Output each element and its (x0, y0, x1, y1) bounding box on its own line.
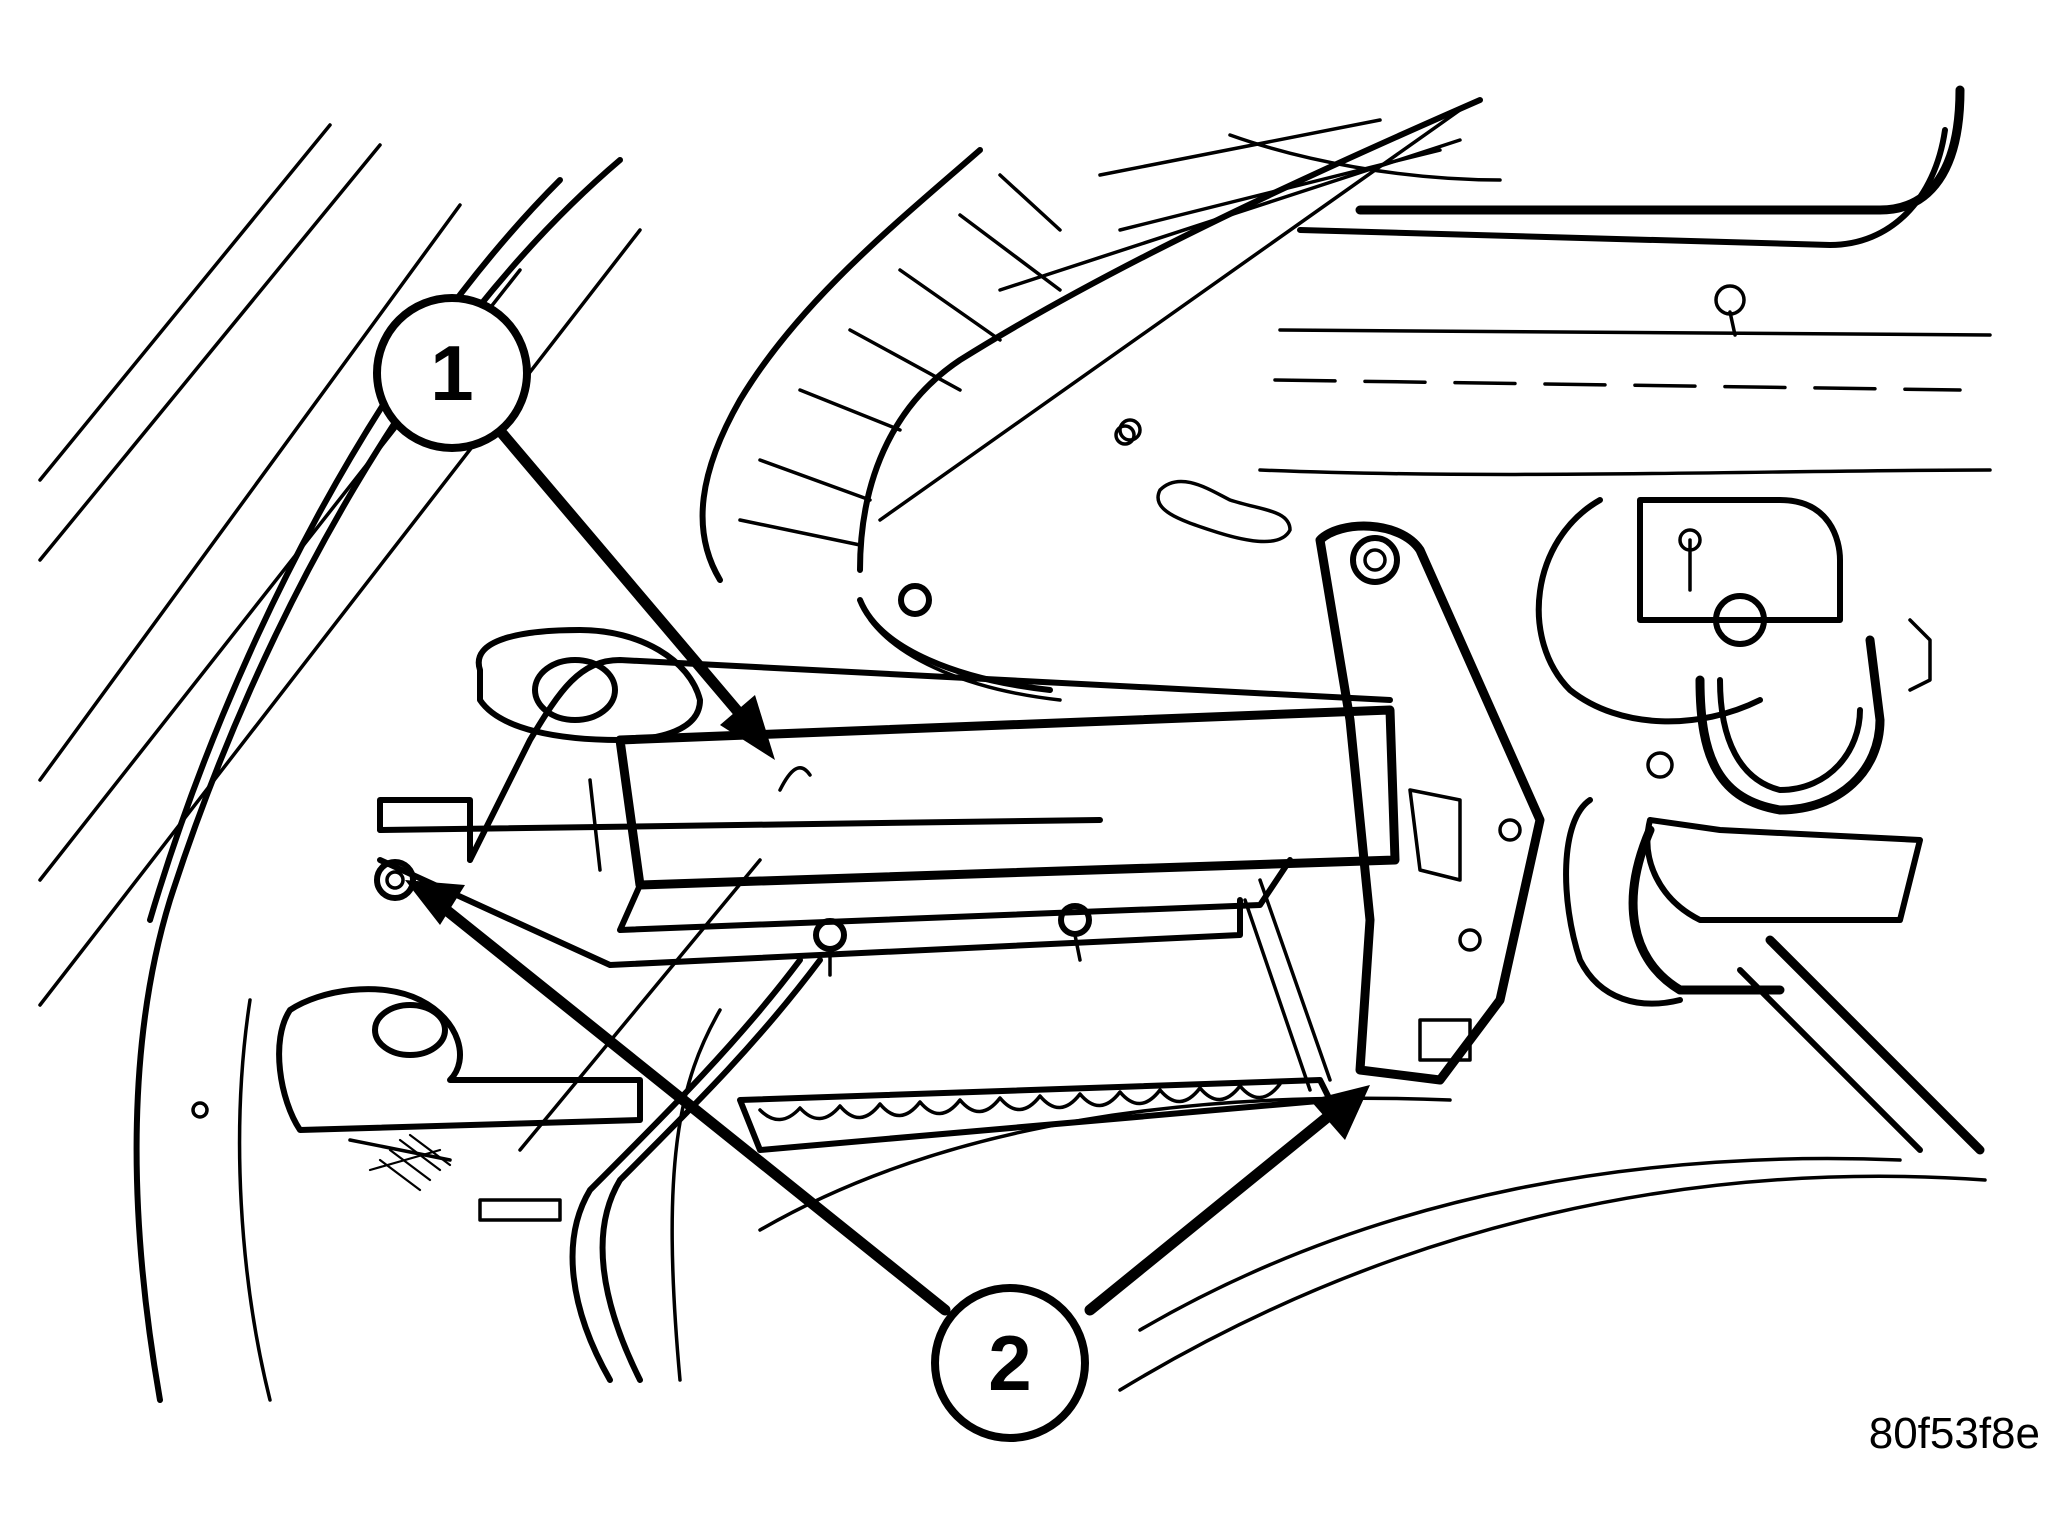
housing-fasteners (813, 418, 1142, 977)
background-hatching (38, 123, 762, 1152)
wiring-harness (569, 597, 1062, 1383)
body-cutout (1114, 424, 1292, 544)
strut-assembly (1535, 497, 1985, 1155)
module-housing (377, 657, 1400, 968)
mount-tab-left (374, 627, 703, 901)
callout-2-label: 2 (988, 1319, 1031, 1407)
callout-arrows (405, 419, 1370, 1316)
callout-1: 1 (373, 294, 531, 452)
figure-id: 80f53f8e (1869, 1409, 2040, 1458)
lower-control-arm (191, 986, 643, 1222)
corrugated-boot (699, 97, 1483, 583)
callout-1-label: 1 (430, 329, 473, 417)
frame-rail-upper (1228, 85, 1992, 477)
callout-2: 2 (931, 1284, 1089, 1442)
support-bracket (1315, 521, 1545, 1085)
